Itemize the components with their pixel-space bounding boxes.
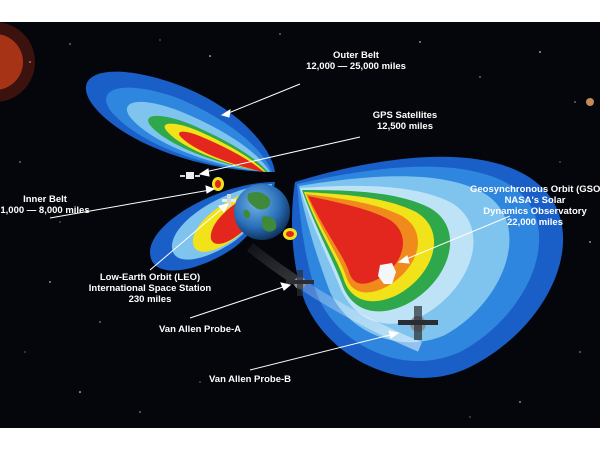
gso-title: Geosynchronous Orbit (GSO) (470, 184, 600, 195)
outer-belt-label: Outer Belt 12,000 — 25,000 miles (296, 50, 416, 72)
leo-altitude: 230 miles (128, 294, 172, 305)
gso-observatory-line1: NASA's Solar (504, 195, 566, 206)
gps-satellites-label: GPS Satellites 12,500 miles (360, 110, 450, 132)
diagram-canvas: Outer Belt 12,000 — 25,000 miles GPS Sat… (0, 22, 600, 428)
van-allen-probe-a-name: Van Allen Probe-A (159, 324, 241, 335)
probe-orbit-trail (246, 243, 422, 352)
gps-satellites-name: GPS Satellites (372, 110, 438, 121)
starfield (19, 33, 591, 418)
distant-planet (586, 98, 594, 106)
gps-satellite-icon (180, 172, 200, 179)
leo-iss: International Space Station (88, 283, 212, 294)
van-allen-probe-a-icon (286, 270, 314, 296)
inner-belt-range: 1,000 — 8,000 miles (0, 205, 90, 216)
gso-observatory-line2: Dynamics Observatory (483, 206, 587, 217)
leo-label: Low-Earth Orbit (LEO) International Spac… (80, 272, 220, 305)
leader-lines (49, 83, 511, 371)
gps-satellites-altitude: 12,500 miles (377, 121, 433, 132)
earth (234, 184, 290, 240)
nebula-glow (0, 34, 23, 90)
outer-belt-range: 12,000 — 25,000 miles (306, 61, 406, 72)
van-allen-probe-b-name: Van Allen Probe-B (209, 374, 291, 385)
inner-belt (212, 177, 297, 240)
sdo-satellite-icon (378, 263, 396, 284)
inner-belt-name: Inner Belt (23, 194, 67, 205)
inner-belt-label: Inner Belt 1,000 — 8,000 miles (0, 194, 90, 216)
van-allen-probe-b-label: Van Allen Probe-B (200, 374, 300, 385)
outer-belt-name: Outer Belt (333, 50, 379, 61)
van-allen-probe-b-icon (398, 306, 438, 340)
iss-icon (222, 194, 236, 207)
radiation-belts-illustration (0, 22, 594, 418)
van-allen-probe-a-label: Van Allen Probe-A (150, 324, 250, 335)
gso-label: Geosynchronous Orbit (GSO) NASA's Solar … (470, 184, 600, 228)
gso-altitude: 22,000 miles (507, 217, 563, 228)
leo-title: Low-Earth Orbit (LEO) (99, 272, 201, 283)
